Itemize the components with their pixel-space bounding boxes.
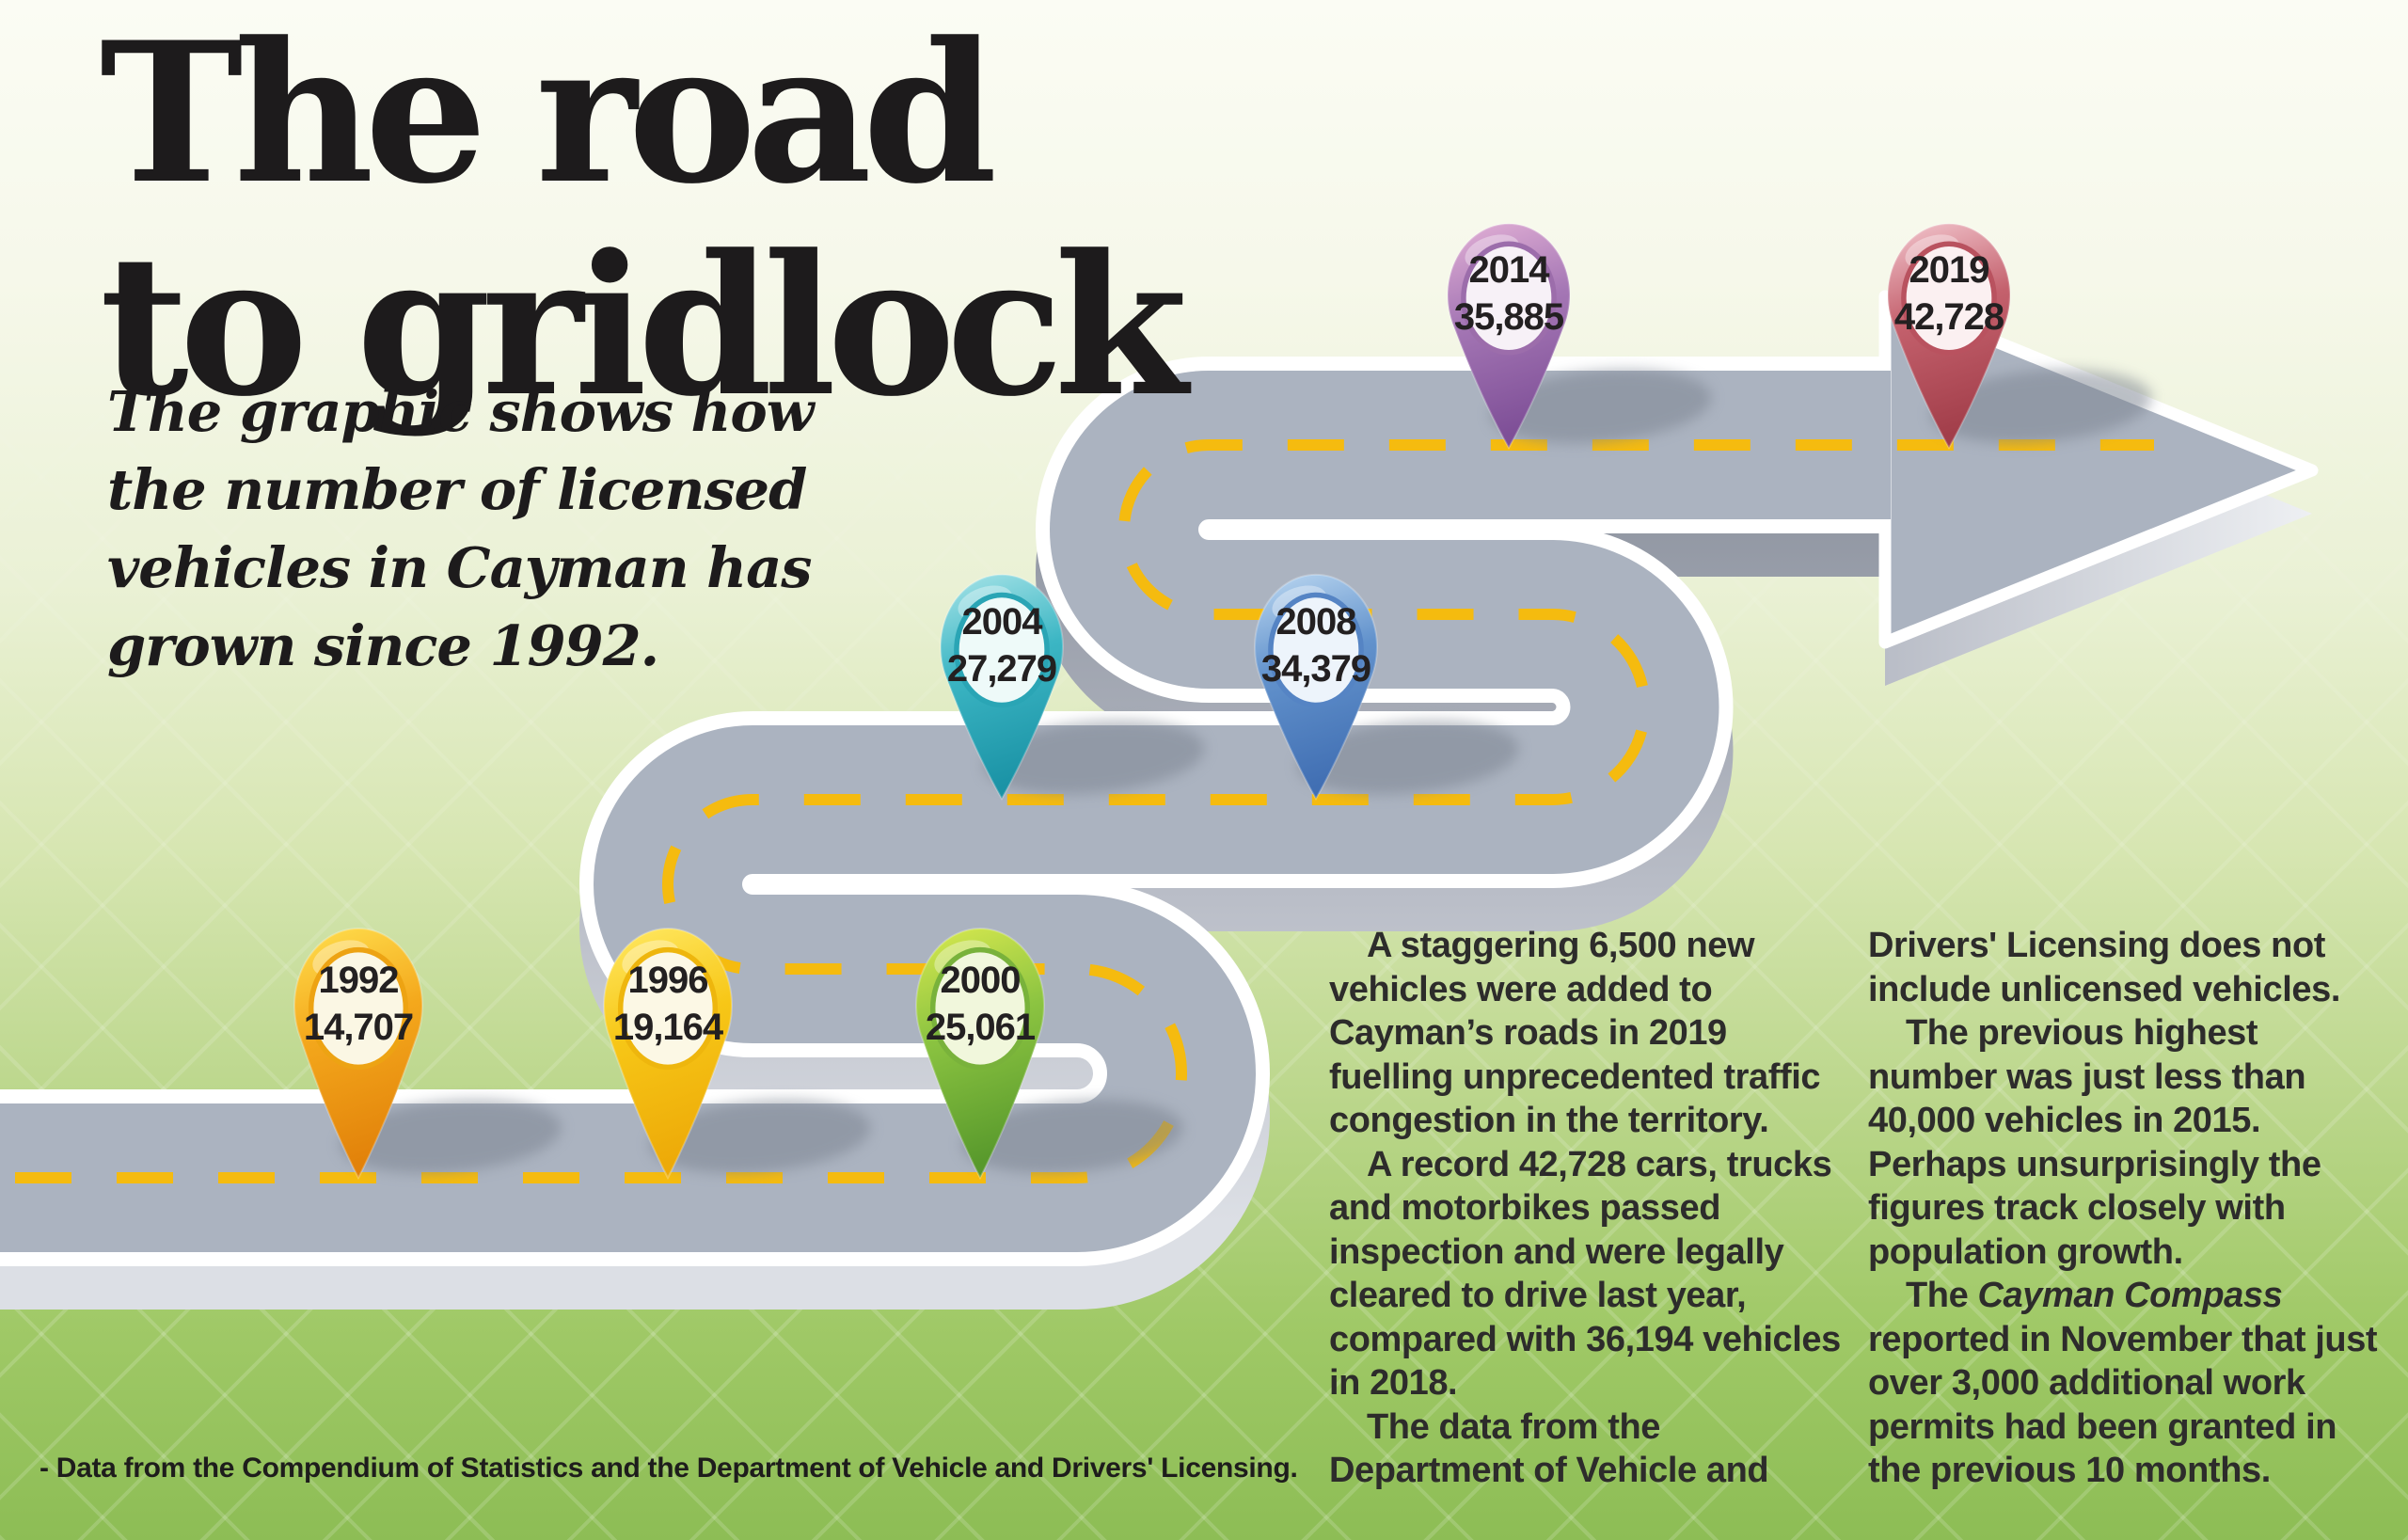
pin-year-label: 2014 xyxy=(1469,249,1551,291)
title-line-1: The road xyxy=(100,1,997,227)
article-paragraph: The Cayman Compass reported in November … xyxy=(1868,1276,2378,1490)
pin-inner-disc xyxy=(308,946,409,1071)
milestone-pin-2019: 2019 42,728 xyxy=(1887,222,2152,451)
pin-year-label: 2019 xyxy=(1909,249,1989,291)
pin-value-label: 25,061 xyxy=(926,1007,1036,1048)
pin-inner-disc xyxy=(1268,592,1364,708)
pin-shadow xyxy=(1930,369,2152,444)
page-title: The road to gridlock xyxy=(100,1,1188,439)
pin-value-label: 27,279 xyxy=(947,648,1056,690)
pin-shadow xyxy=(340,1099,562,1174)
pin-value-label: 42,728 xyxy=(1894,296,2004,338)
pin-value-label: 35,885 xyxy=(1454,296,1564,338)
milestone-pin-layer: 1992 14,707 1996 19,164 2000 25,061 2004 27,279… xyxy=(293,222,2152,1181)
article-paragraph: A staggering 6,500 new vehicles were add… xyxy=(1329,926,1821,1140)
subtitle-line: the number of licensed xyxy=(107,457,807,522)
pin-year-label: 2000 xyxy=(941,960,1021,1001)
pin-value-label: 14,707 xyxy=(304,1007,413,1048)
subtitle-line: The graphic shows how xyxy=(107,379,815,444)
pin-shadow xyxy=(961,1099,1183,1174)
article-paragraph: The previous highest number was just les… xyxy=(1868,1013,2321,1272)
article-paragraph: The data from the Department of Vehicle … xyxy=(1329,1406,1769,1491)
title-line-2: to gridlock xyxy=(100,214,1188,439)
subtitle-line: grown since 1992. xyxy=(107,613,659,678)
subtitle-line: vehicles in Cayman has xyxy=(107,535,813,600)
pin-inner-disc xyxy=(954,592,1050,708)
milestone-pin-1996: 1996 19,164 xyxy=(603,927,871,1181)
road-center-dashes xyxy=(0,439,2154,1183)
pin-shadow xyxy=(649,1099,871,1174)
pin-inner-disc xyxy=(1901,241,1997,356)
pin-year-label: 2004 xyxy=(962,601,1044,643)
milestone-pin-1992: 1992 14,707 xyxy=(293,927,562,1181)
article-column-2: Drivers' Licensing does not include unli… xyxy=(1868,924,2384,1493)
pin-inner-disc xyxy=(1461,241,1557,356)
milestone-pin-2004: 2004 27,279 xyxy=(940,573,1205,802)
milestone-pin-2014: 2014 35,885 xyxy=(1447,222,1712,451)
pin-value-label: 19,164 xyxy=(613,1007,724,1048)
pin-inner-disc xyxy=(617,946,719,1071)
pin-year-label: 1996 xyxy=(628,960,708,1001)
milestone-pin-2000: 2000 25,061 xyxy=(915,927,1183,1181)
pin-value-label: 34,379 xyxy=(1261,648,1370,690)
source-note: - Data from the Compendium of Statistics… xyxy=(40,1453,1298,1484)
pin-year-label: 2008 xyxy=(1276,601,1357,643)
pin-shadow xyxy=(983,720,1205,795)
pin-shadow xyxy=(1490,369,1712,444)
article-paragraph: Drivers' Licensing does not include unli… xyxy=(1868,926,2340,1009)
article-paragraph: A record 42,728 cars, trucks and motorbi… xyxy=(1329,1144,1841,1404)
subtitle: The graphic shows how the number of licen… xyxy=(107,373,815,685)
pin-inner-disc xyxy=(929,946,1031,1071)
article-column-1: A staggering 6,500 new vehicles were add… xyxy=(1329,924,1852,1493)
milestone-pin-2008: 2008 34,379 xyxy=(1254,573,1519,802)
pin-year-label: 1992 xyxy=(319,960,399,1001)
pin-shadow xyxy=(1297,720,1519,795)
